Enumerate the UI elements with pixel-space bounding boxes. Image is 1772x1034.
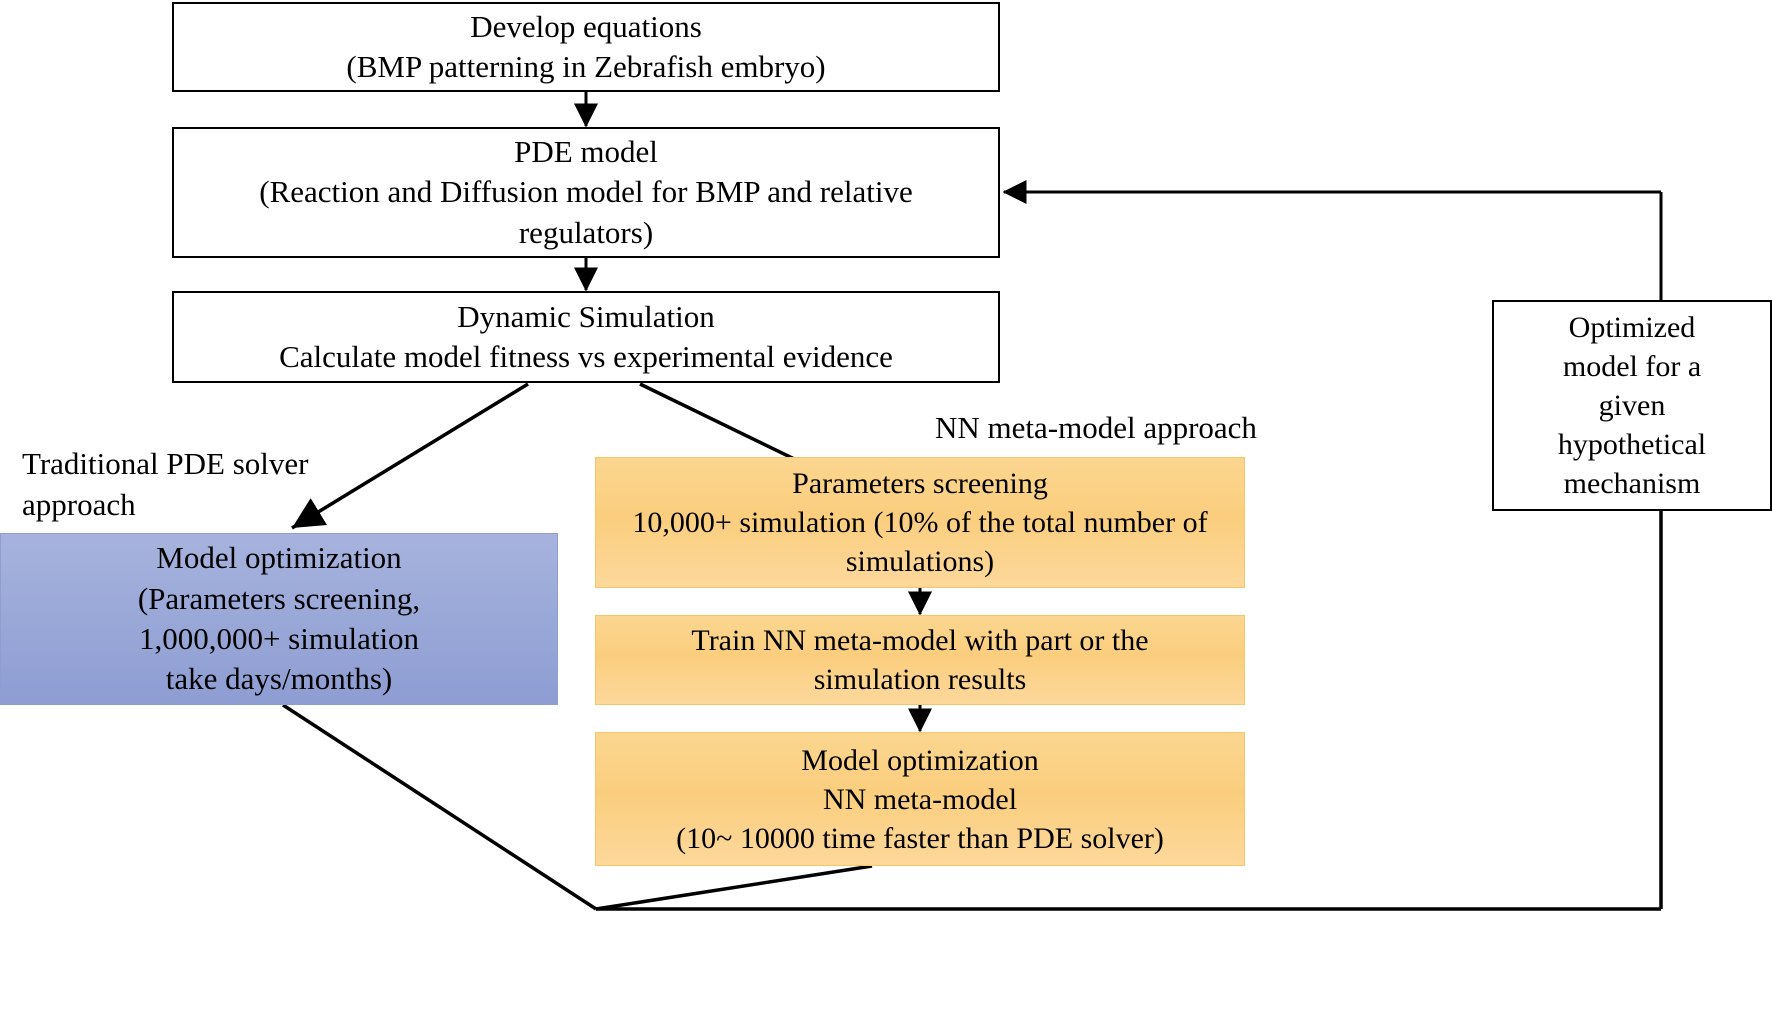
- node-dynamic-simulation[interactable]: Dynamic Simulation Calculate model fitne…: [172, 291, 1000, 383]
- node-line: (10~ 10000 time faster than PDE solver): [676, 821, 1164, 855]
- node-line: Calculate model fitness vs experimental …: [279, 339, 893, 374]
- node-model-optimization-pde[interactable]: Model optimization (Parameters screening…: [0, 533, 558, 705]
- caption-line: Traditional PDE: [22, 446, 225, 481]
- node-line: Parameters screening: [792, 467, 1048, 500]
- caption-traditional-pde-approach: Traditional PDE solver approach: [22, 444, 322, 526]
- node-line: Optimized: [1568, 311, 1696, 344]
- node-line: Dynamic Simulation: [457, 298, 715, 334]
- node-line: Train NN meta-model with part or the: [691, 624, 1149, 657]
- node-line: simulation results: [813, 663, 1027, 696]
- node-line: given: [1598, 389, 1666, 422]
- node-line: hypothetical: [1557, 428, 1707, 461]
- node-line: simulations): [845, 545, 995, 578]
- node-train-nn-meta-model[interactable]: Train NN meta-model with part or the sim…: [595, 615, 1245, 705]
- node-line: Model optimization: [156, 540, 402, 576]
- edge-blueopt-to-junction: [282, 703, 597, 911]
- node-line: 10,000+ simulation (10% of the total num…: [632, 506, 1208, 539]
- node-model-optimization-nn[interactable]: Model optimization NN meta-model (10~ 10…: [595, 732, 1245, 866]
- node-line: PDE model: [514, 134, 658, 170]
- edge-nnopt-to-junction: [595, 864, 873, 911]
- node-line: take days/months): [165, 661, 393, 697]
- node-optimized-model[interactable]: Optimized model for a given hypothetical…: [1492, 300, 1772, 511]
- node-parameters-screening[interactable]: Parameters screening 10,000+ simulation …: [595, 457, 1245, 588]
- node-line: NN meta-model: [822, 782, 1018, 816]
- node-line: model for a: [1562, 350, 1702, 383]
- node-line: regulators): [518, 214, 654, 250]
- node-line: (Reaction and Diffusion model for BMP an…: [259, 174, 913, 210]
- node-line: 1,000,000+ simulation: [138, 621, 420, 656]
- node-line: Develop equations: [470, 8, 702, 44]
- node-pde-model[interactable]: PDE model (Reaction and Diffusion model …: [172, 127, 1000, 258]
- node-line: Model optimization: [801, 743, 1039, 777]
- caption-nn-meta-model-approach: NN meta-model approach: [935, 408, 1335, 449]
- edge-dynamic-to-pde-opt: [291, 382, 529, 530]
- node-line: mechanism: [1563, 467, 1701, 500]
- caption-line: solver approach: [22, 446, 309, 522]
- node-develop-equations[interactable]: Develop equations (BMP patterning in Zeb…: [172, 2, 1000, 92]
- node-line: (Parameters screening,: [137, 580, 421, 616]
- caption-line: NN meta-model approach: [935, 410, 1257, 445]
- node-line: (BMP patterning in Zebrafish embryo): [346, 49, 826, 84]
